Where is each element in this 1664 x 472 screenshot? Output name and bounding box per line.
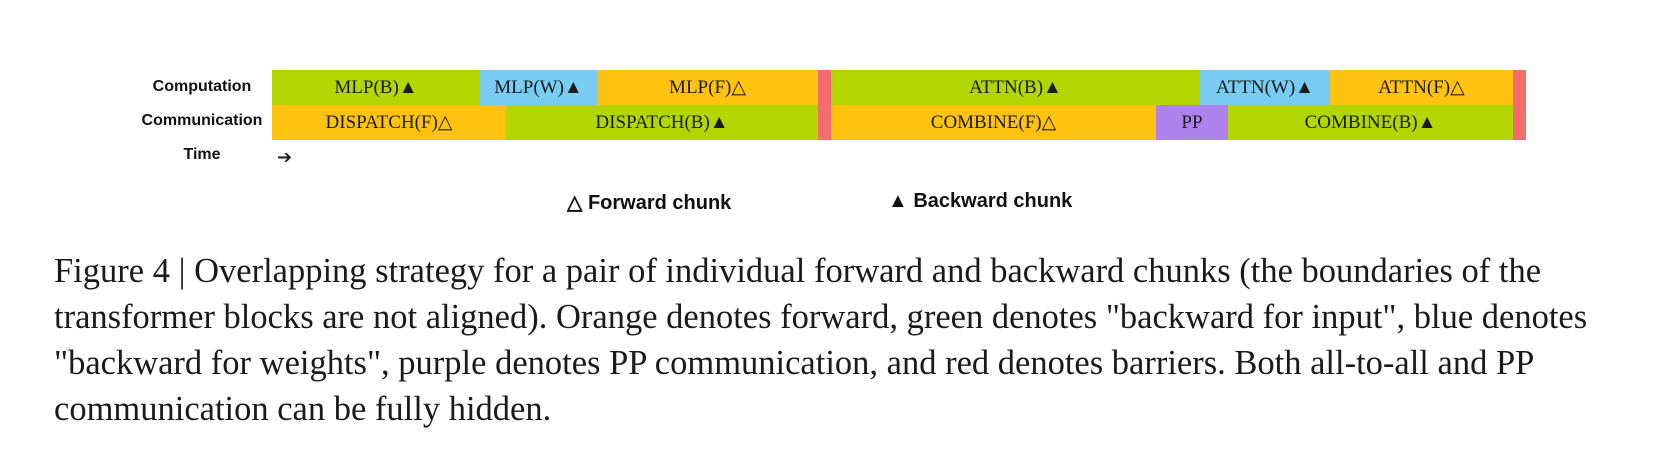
communication-segment-block: COMBINE(B)▲ (1228, 105, 1513, 140)
computation-segment-barrier (1513, 70, 1526, 105)
communication-row-label: Communication (141, 112, 263, 129)
legend-backward-chunk: ▲ Backward chunk (888, 190, 1073, 212)
computation-segment-block: MLP(F)△ (597, 70, 818, 105)
computation-segment-barrier (818, 70, 831, 105)
time-arrow-icon: ➔ (277, 147, 293, 168)
communication-segment-barrier (1513, 105, 1526, 140)
computation-segment-block: ATTN(B)▲ (831, 70, 1200, 105)
communication-segment-block: DISPATCH(F)△ (272, 105, 506, 140)
computation-segment-block: ATTN(W)▲ (1200, 70, 1330, 105)
computation-row-label: Computation (152, 78, 252, 95)
legend-forward-chunk: △ Forward chunk (567, 192, 732, 214)
figure-caption: Figure 4 | Overlapping strategy for a pa… (54, 252, 1588, 428)
computation-track: MLP(B)▲MLP(W)▲MLP(F)△ ATTN(B)▲ATTN(W)▲ATT… (272, 70, 1526, 105)
communication-segment-block: COMBINE(F)△ (831, 105, 1156, 140)
computation-segment-block: MLP(W)▲ (480, 70, 597, 105)
communication-segment-block: DISPATCH(B)▲ (506, 105, 818, 140)
communication-segment-block: PP (1156, 105, 1228, 140)
time-row-label: Time (183, 146, 221, 163)
computation-segment-block: ATTN(F)△ (1330, 70, 1513, 105)
computation-segment-block: MLP(B)▲ (272, 70, 480, 105)
communication-segment-barrier (818, 105, 831, 140)
